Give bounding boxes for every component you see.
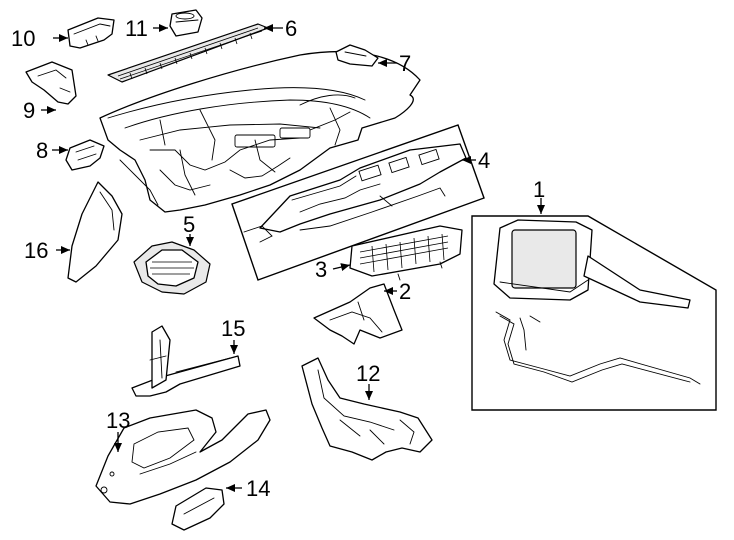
- part-16-side-panel: [67, 181, 123, 283]
- part-8-bracket: [65, 139, 105, 171]
- part-15-bracket: [131, 325, 241, 397]
- part-10-cover: [67, 17, 115, 49]
- instrument-panel-outline: [99, 50, 421, 213]
- part-11-housing: [169, 9, 203, 37]
- callout-7: 7: [399, 51, 411, 76]
- callout-8: 8: [36, 138, 48, 163]
- part-12-glove-box-bracket: [301, 357, 433, 461]
- callout-15: 15: [221, 316, 245, 341]
- part-14-cover: [171, 487, 225, 531]
- part-9-end-cover: [25, 61, 77, 105]
- leader-arrows: [41, 24, 545, 492]
- callout-2: 2: [399, 279, 411, 304]
- leader-3: [332, 263, 351, 271]
- part-3-module: [349, 225, 463, 281]
- callout-1: 1: [533, 177, 545, 202]
- part-1-display-assembly: [471, 215, 717, 411]
- part-2-bracket: [313, 283, 403, 345]
- callout-12: 12: [356, 361, 380, 386]
- callout-labels: 1 2 3 4 5 6 7 8 9 10 11 12 13 14 15 16: [11, 16, 545, 501]
- callout-5: 5: [183, 212, 195, 237]
- callout-4: 4: [478, 148, 490, 173]
- part-4-cross-car-beam: [231, 124, 485, 281]
- callout-9: 9: [23, 98, 35, 123]
- callout-16: 16: [24, 238, 48, 263]
- callout-10: 10: [11, 26, 35, 51]
- callout-11: 11: [125, 16, 148, 41]
- part-13-lower-panel: [95, 409, 271, 505]
- part-5-air-vent: [133, 241, 211, 295]
- callout-13: 13: [106, 408, 130, 433]
- callout-3: 3: [315, 257, 327, 282]
- callout-14: 14: [246, 476, 270, 501]
- part-7-end-cap: [335, 44, 379, 67]
- callout-6: 6: [285, 16, 297, 41]
